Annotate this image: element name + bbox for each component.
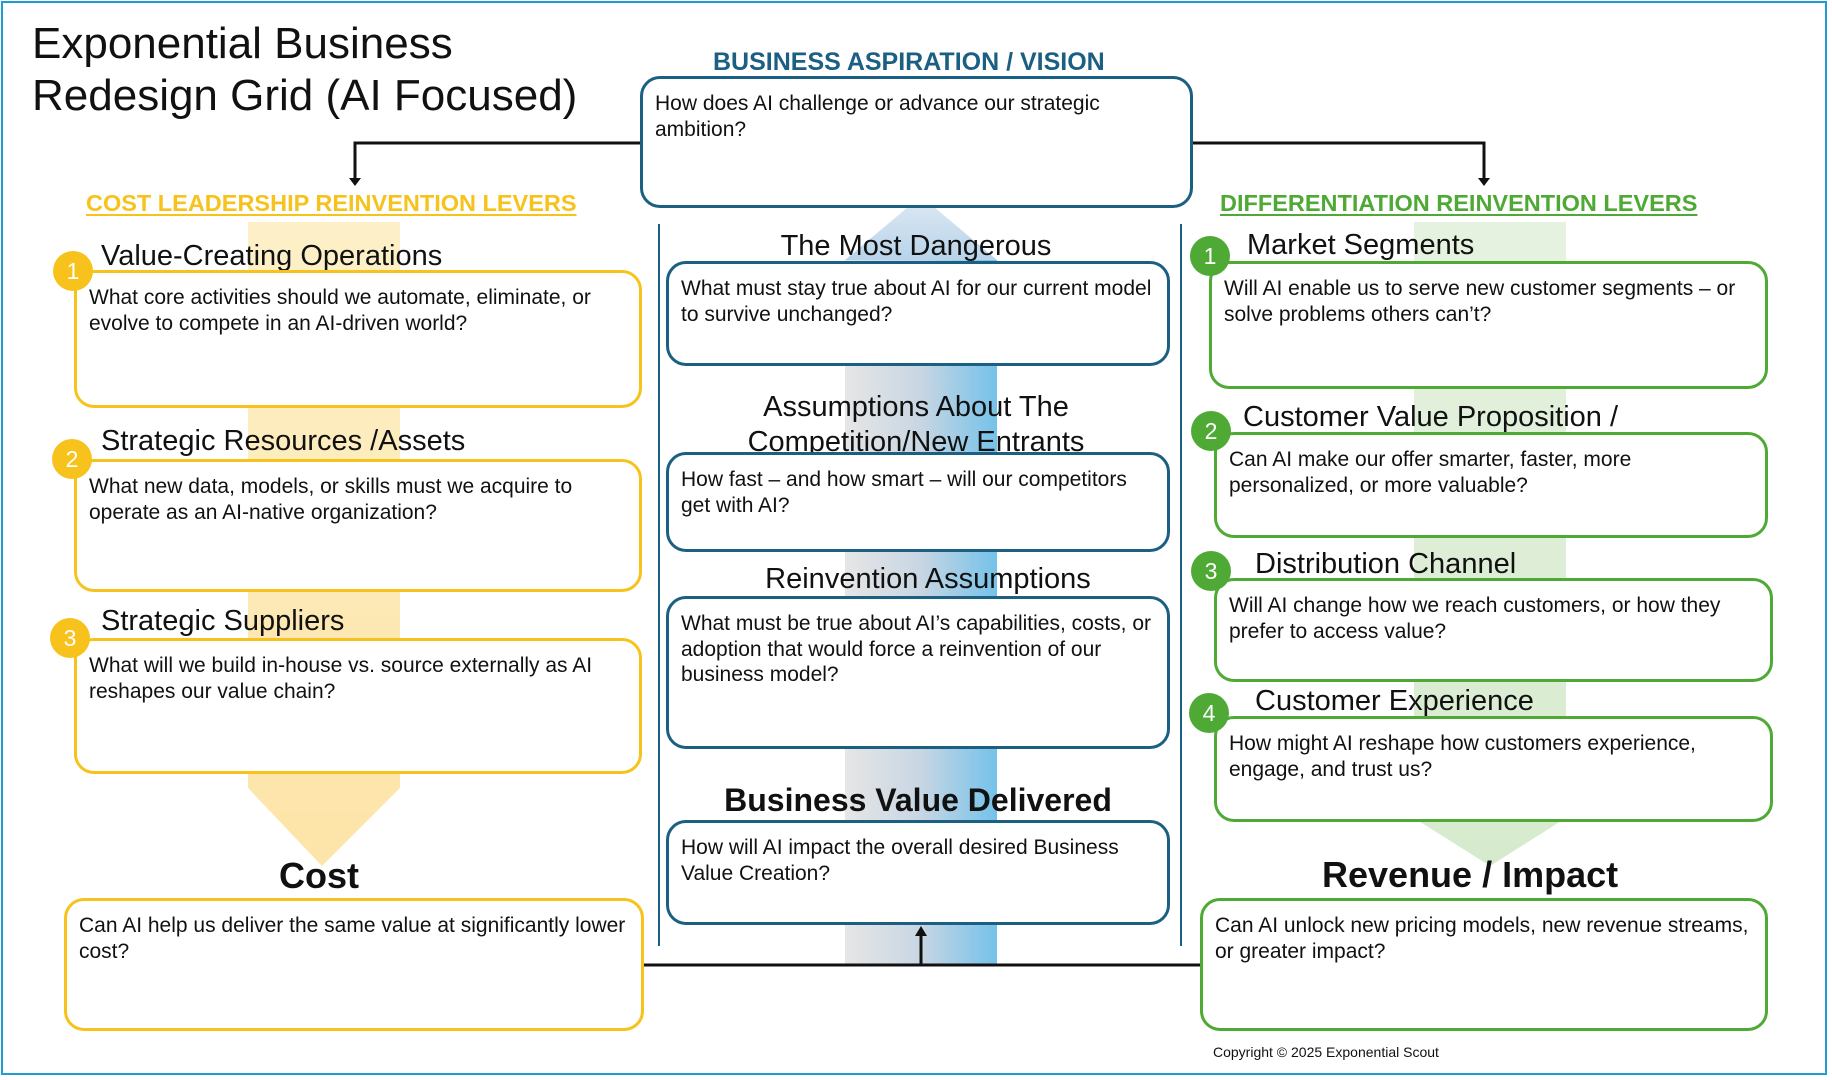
vision-to-cost-arrowhead xyxy=(349,178,361,186)
vision-to-cost-connector xyxy=(353,141,642,182)
diff-levers-heading: DIFFERENTIATION REINVENTION LEVERS xyxy=(1220,190,1698,216)
cost-lever-3-question: What will we build in-house vs. source e… xyxy=(89,654,593,703)
cost-lever-2-box: What new data, models, or skills must we… xyxy=(74,459,642,592)
cost-lever-3-label: Strategic Suppliers xyxy=(101,605,345,637)
diff-lever-3-number: 3 xyxy=(1191,551,1231,591)
center-item-3-question: What must be true about AI’s capabilitie… xyxy=(681,612,1152,686)
vision-heading: BUSINESS ASPIRATION / VISION xyxy=(713,48,1105,76)
diff-lever-1-question: Will AI enable us to serve new customer … xyxy=(1224,277,1736,326)
diff-lever-2-box: Can AI make our offer smarter, faster, m… xyxy=(1214,432,1768,538)
bottom-up-arrowhead xyxy=(915,926,927,936)
copyright-notice: Copyright © 2025 Exponential Scout xyxy=(1213,1044,1439,1060)
center-outcome-question: How will AI impact the overall desired B… xyxy=(681,836,1119,885)
cost-lever-2-number: 2 xyxy=(52,439,92,479)
center-item-3-label: Reinvention Assumptions xyxy=(765,563,1091,595)
diff-lever-4-number: 4 xyxy=(1189,693,1229,733)
cost-lever-2-question: What new data, models, or skills must we… xyxy=(89,475,573,524)
center-item-2-question: How fast – and how smart – will our comp… xyxy=(681,468,1127,517)
center-item-3-box: What must be true about AI’s capabilitie… xyxy=(666,596,1170,749)
cost-levers-heading: COST LEADERSHIP REINVENTION LEVERS xyxy=(86,190,577,216)
cost-lever-2-label: Strategic Resources /Assets xyxy=(101,425,466,457)
diff-lever-4-label: Customer Experience xyxy=(1255,685,1534,717)
diff-lever-1-label: Market Segments xyxy=(1247,229,1475,261)
center-item-1-label: The Most Dangerous xyxy=(780,230,1052,262)
center-flow-arrow-head xyxy=(845,196,997,260)
vision-to-diff-arrowhead xyxy=(1478,178,1490,186)
cost-lever-1-number: 1 xyxy=(53,251,93,291)
diff-lever-4-box: How might AI reshape how customers exper… xyxy=(1214,716,1773,822)
diff-lever-4-question: How might AI reshape how customers exper… xyxy=(1229,732,1696,781)
vision-question: How does AI challenge or advance our str… xyxy=(655,92,1100,141)
diff-lever-3-label: Distribution Channel xyxy=(1255,548,1517,580)
center-outcome-box: How will AI impact the overall desired B… xyxy=(666,820,1170,925)
cost-lever-1-label: Value-Creating Operations xyxy=(101,240,443,272)
cost-lever-1-box: What core activities should we automate,… xyxy=(74,270,642,408)
cost-lever-3-number: 3 xyxy=(50,618,90,658)
center-item-1-box: What must stay true about AI for our cur… xyxy=(666,261,1170,366)
diff-outcome-label: Revenue / Impact xyxy=(1322,854,1619,895)
center-right-divider xyxy=(1180,224,1182,946)
center-item-2-label: Assumptions About The Competition/New En… xyxy=(747,391,1085,454)
center-item-1-question: What must stay true about AI for our cur… xyxy=(681,277,1152,326)
vision-to-diff-connector xyxy=(1190,141,1486,182)
center-outcome-label: Business Value Delivered xyxy=(724,782,1112,818)
cost-outcome-question: Can AI help us deliver the same value at… xyxy=(79,914,626,963)
cost-lever-1-question: What core activities should we automate,… xyxy=(89,286,591,335)
diff-lever-2-question: Can AI make our offer smarter, faster, m… xyxy=(1229,448,1632,497)
center-item-2-box: How fast – and how smart – will our comp… xyxy=(666,452,1170,552)
center-left-divider xyxy=(658,224,660,946)
cost-outcome-box: Can AI help us deliver the same value at… xyxy=(64,898,644,1031)
diff-lever-2-number: 2 xyxy=(1191,411,1231,451)
diff-lever-1-number: 1 xyxy=(1190,236,1230,276)
page-title: Exponential Business Redesign Grid (AI F… xyxy=(32,19,578,120)
diff-lever-3-question: Will AI change how we reach customers, o… xyxy=(1229,594,1721,643)
diff-lever-2-label: Customer Value Proposition / xyxy=(1243,401,1619,433)
diff-lever-1-box: Will AI enable us to serve new customer … xyxy=(1209,261,1768,389)
cost-lever-3-box: What will we build in-house vs. source e… xyxy=(74,638,642,774)
diff-outcome-question: Can AI unlock new pricing models, new re… xyxy=(1215,914,1749,963)
vision-box: How does AI challenge or advance our str… xyxy=(640,76,1193,208)
diff-lever-3-box: Will AI change how we reach customers, o… xyxy=(1214,578,1773,682)
cost-outcome-label: Cost xyxy=(279,855,359,896)
diff-outcome-box: Can AI unlock new pricing models, new re… xyxy=(1200,898,1768,1031)
